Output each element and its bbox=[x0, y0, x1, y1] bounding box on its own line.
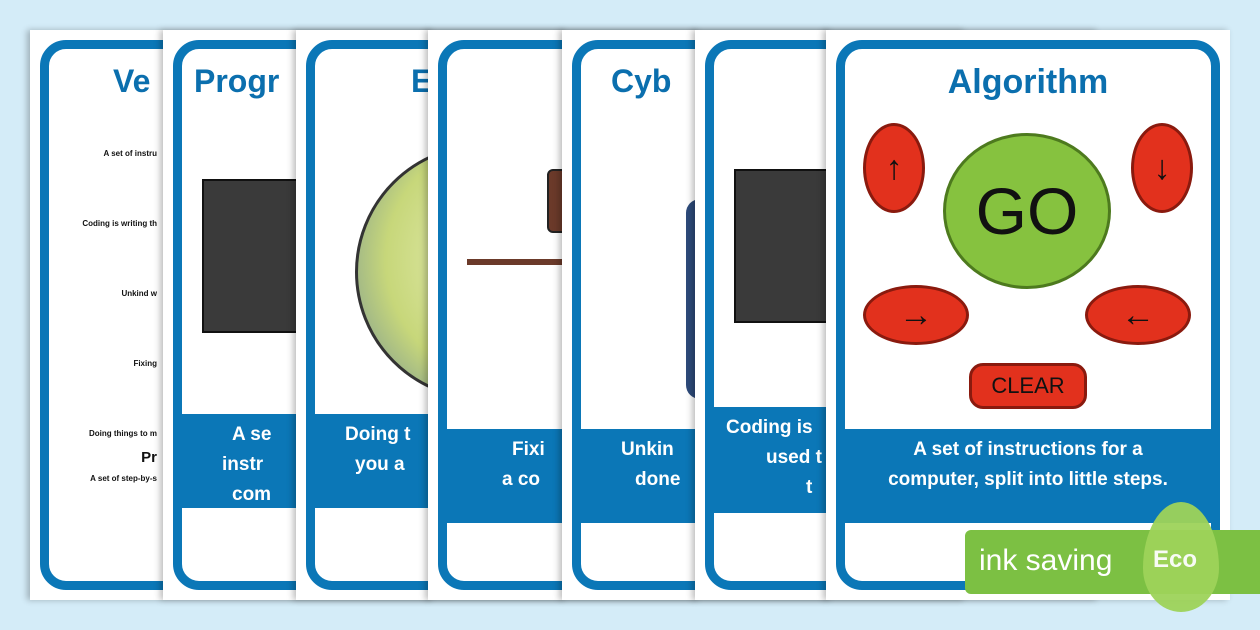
description-line: Doing t bbox=[345, 424, 411, 445]
description-line: A se bbox=[232, 424, 272, 445]
description-line: you a bbox=[355, 454, 405, 475]
description-line: done bbox=[635, 469, 681, 490]
poster-title: Progr bbox=[194, 63, 280, 99]
clear-label: CLEAR bbox=[991, 373, 1065, 398]
eco-label: Eco bbox=[1153, 546, 1198, 573]
vocab-line: A set of step-by-s bbox=[90, 474, 157, 483]
left-arrow-button: ← bbox=[1085, 285, 1191, 345]
poster-title: Algorithm bbox=[947, 63, 1109, 101]
description-line: used t bbox=[766, 447, 822, 468]
description-line: t bbox=[806, 477, 813, 498]
up-arrow-button: ↑ bbox=[863, 123, 925, 213]
poster-title: E bbox=[411, 63, 433, 99]
poster-title: Ve bbox=[113, 63, 151, 99]
poster-description: A set of instructions for a computer, sp… bbox=[845, 429, 1211, 523]
right-arrow-button: → bbox=[863, 285, 969, 345]
description-line: Fixi bbox=[512, 439, 545, 460]
description-line: instr bbox=[222, 454, 264, 475]
go-label: GO bbox=[975, 174, 1079, 248]
description-line: a co bbox=[502, 469, 541, 490]
vocab-line: Fixing bbox=[133, 359, 157, 368]
leaf-icon: Eco bbox=[1143, 502, 1219, 612]
vocab-line: Unkind w bbox=[121, 289, 157, 298]
go-button: GO bbox=[943, 133, 1111, 289]
poster-title: Cyb bbox=[611, 63, 672, 99]
down-arrow-button: ↓ bbox=[1131, 123, 1193, 213]
vocab-heading: Pr bbox=[141, 449, 157, 466]
ink-saving-badge: Eco ink saving bbox=[965, 502, 1260, 612]
ink-saving-label: ink saving bbox=[979, 544, 1113, 577]
description-line: Coding is bbox=[726, 417, 813, 438]
antenna-icon bbox=[467, 259, 577, 265]
vocab-line: A set of instru bbox=[103, 149, 157, 158]
description-line: com bbox=[232, 484, 272, 505]
clear-button: CLEAR bbox=[969, 363, 1087, 409]
vocab-line: Coding is writing th bbox=[82, 219, 157, 228]
description-line: A set of instructions for a bbox=[913, 439, 1143, 460]
description-line: computer, split into little steps. bbox=[888, 469, 1168, 490]
vocab-line: Doing things to m bbox=[89, 429, 157, 438]
description-line: Unkin bbox=[621, 439, 674, 460]
